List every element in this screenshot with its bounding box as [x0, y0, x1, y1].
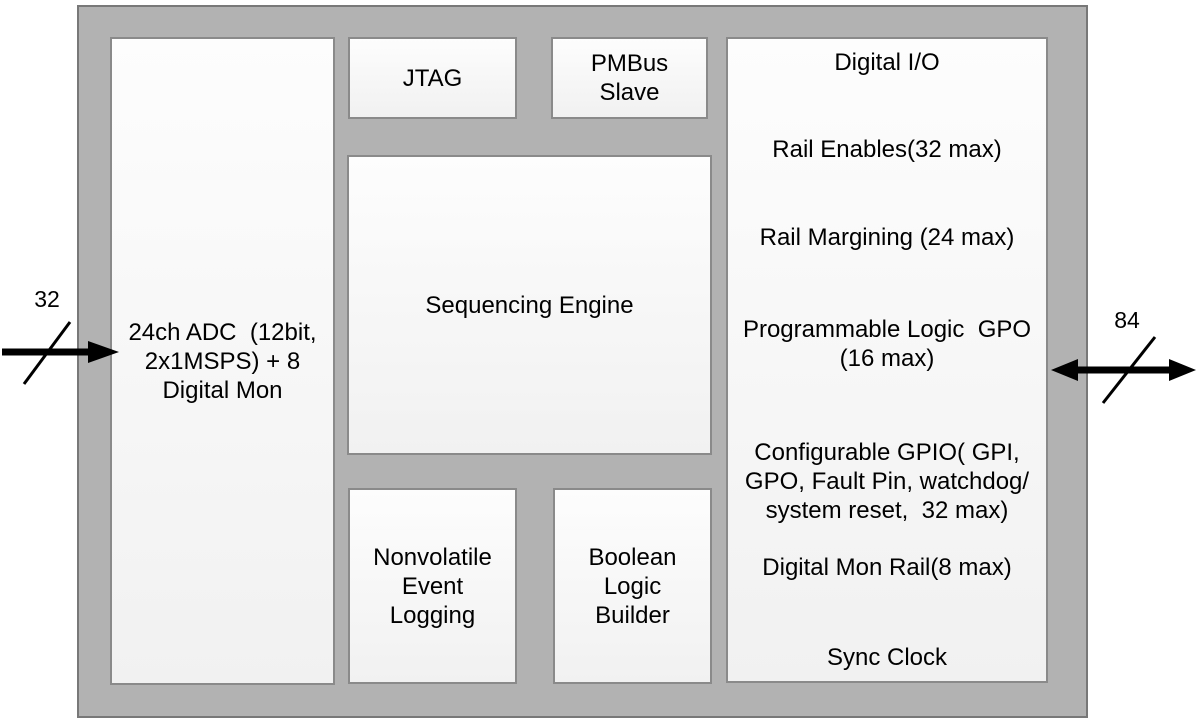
block-digital-io: Digital I/O Rail Enables(32 max) Rail Ma…	[726, 37, 1048, 683]
block-adc-label-line: 24ch ADC (12bit,	[128, 318, 317, 346]
block-pmbus-label-line: Slave	[599, 79, 660, 106]
block-nvlog-label-line: Event	[401, 572, 464, 600]
bus-width-label-32: 32	[34, 286, 60, 312]
block-nvlog-label-line: Logging	[389, 601, 476, 629]
block-nonvolatile-event-logging: Nonvolatile Event Logging	[348, 488, 517, 684]
digital-io-item-line: GPO, Fault Pin, watchdog/	[744, 468, 1030, 495]
block-pmbus-slave: PMBus Slave	[551, 37, 708, 119]
double-arrow-icon	[1051, 336, 1196, 404]
digital-io-item-line: Rail Enables(32 max)	[772, 136, 1002, 163]
block-nvlog-label-line: Nonvolatile	[373, 543, 492, 571]
block-boolean-label-line: Builder	[595, 601, 670, 629]
block-boolean-label-line: Boolean	[588, 543, 677, 571]
block-boolean-label-line: Logic	[603, 572, 662, 600]
block-jtag: JTAG	[348, 37, 517, 119]
block-boolean-logic-builder: Boolean Logic Builder	[553, 488, 712, 684]
digital-io-title: Digital I/O	[728, 48, 1046, 77]
block-adc-label-line: 2x1MSPS) + 8	[144, 347, 301, 375]
digital-io-bus: 84	[1040, 300, 1200, 410]
block-adc-label-line: Digital Mon	[162, 376, 283, 404]
right-arrow-icon	[2, 321, 119, 385]
block-sequencing-engine: Sequencing Engine	[347, 155, 712, 455]
analog-input-bus: 32	[0, 280, 132, 400]
digital-io-item-line: system reset, 32 max)	[765, 497, 1009, 524]
block-pmbus-label-line: PMBus	[590, 50, 669, 77]
digital-io-item-configurable-gpio: Configurable GPIO( GPI, GPO, Fault Pin, …	[728, 438, 1046, 525]
digital-io-item-programmable-logic-gpo: Programmable Logic GPO (16 max)	[728, 315, 1046, 373]
digital-io-item-line: Programmable Logic GPO	[742, 316, 1032, 343]
digital-io-item-line: (16 max)	[839, 345, 935, 372]
digital-io-item-rail-margining: Rail Margining (24 max)	[728, 223, 1046, 252]
digital-io-item-line: Digital Mon Rail(8 max)	[762, 554, 1012, 581]
block-adc: 24ch ADC (12bit, 2x1MSPS) + 8 Digital Mo…	[110, 37, 335, 685]
block-jtag-label: JTAG	[402, 64, 463, 92]
digital-io-item-line: Sync Clock	[826, 644, 948, 671]
digital-io-item-sync-clock: Sync Clock	[728, 643, 1046, 672]
digital-io-item-rail-enables: Rail Enables(32 max)	[728, 135, 1046, 164]
digital-io-item-digital-mon-rail: Digital Mon Rail(8 max)	[728, 553, 1046, 582]
digital-io-item-line: Configurable GPIO( GPI,	[754, 439, 1020, 466]
digital-io-item-line: Rail Margining (24 max)	[759, 224, 1015, 251]
block-sequencing-engine-label: Sequencing Engine	[425, 291, 634, 319]
digital-io-title-text: Digital I/O	[834, 49, 940, 76]
bus-width-label-84: 84	[1114, 307, 1140, 333]
